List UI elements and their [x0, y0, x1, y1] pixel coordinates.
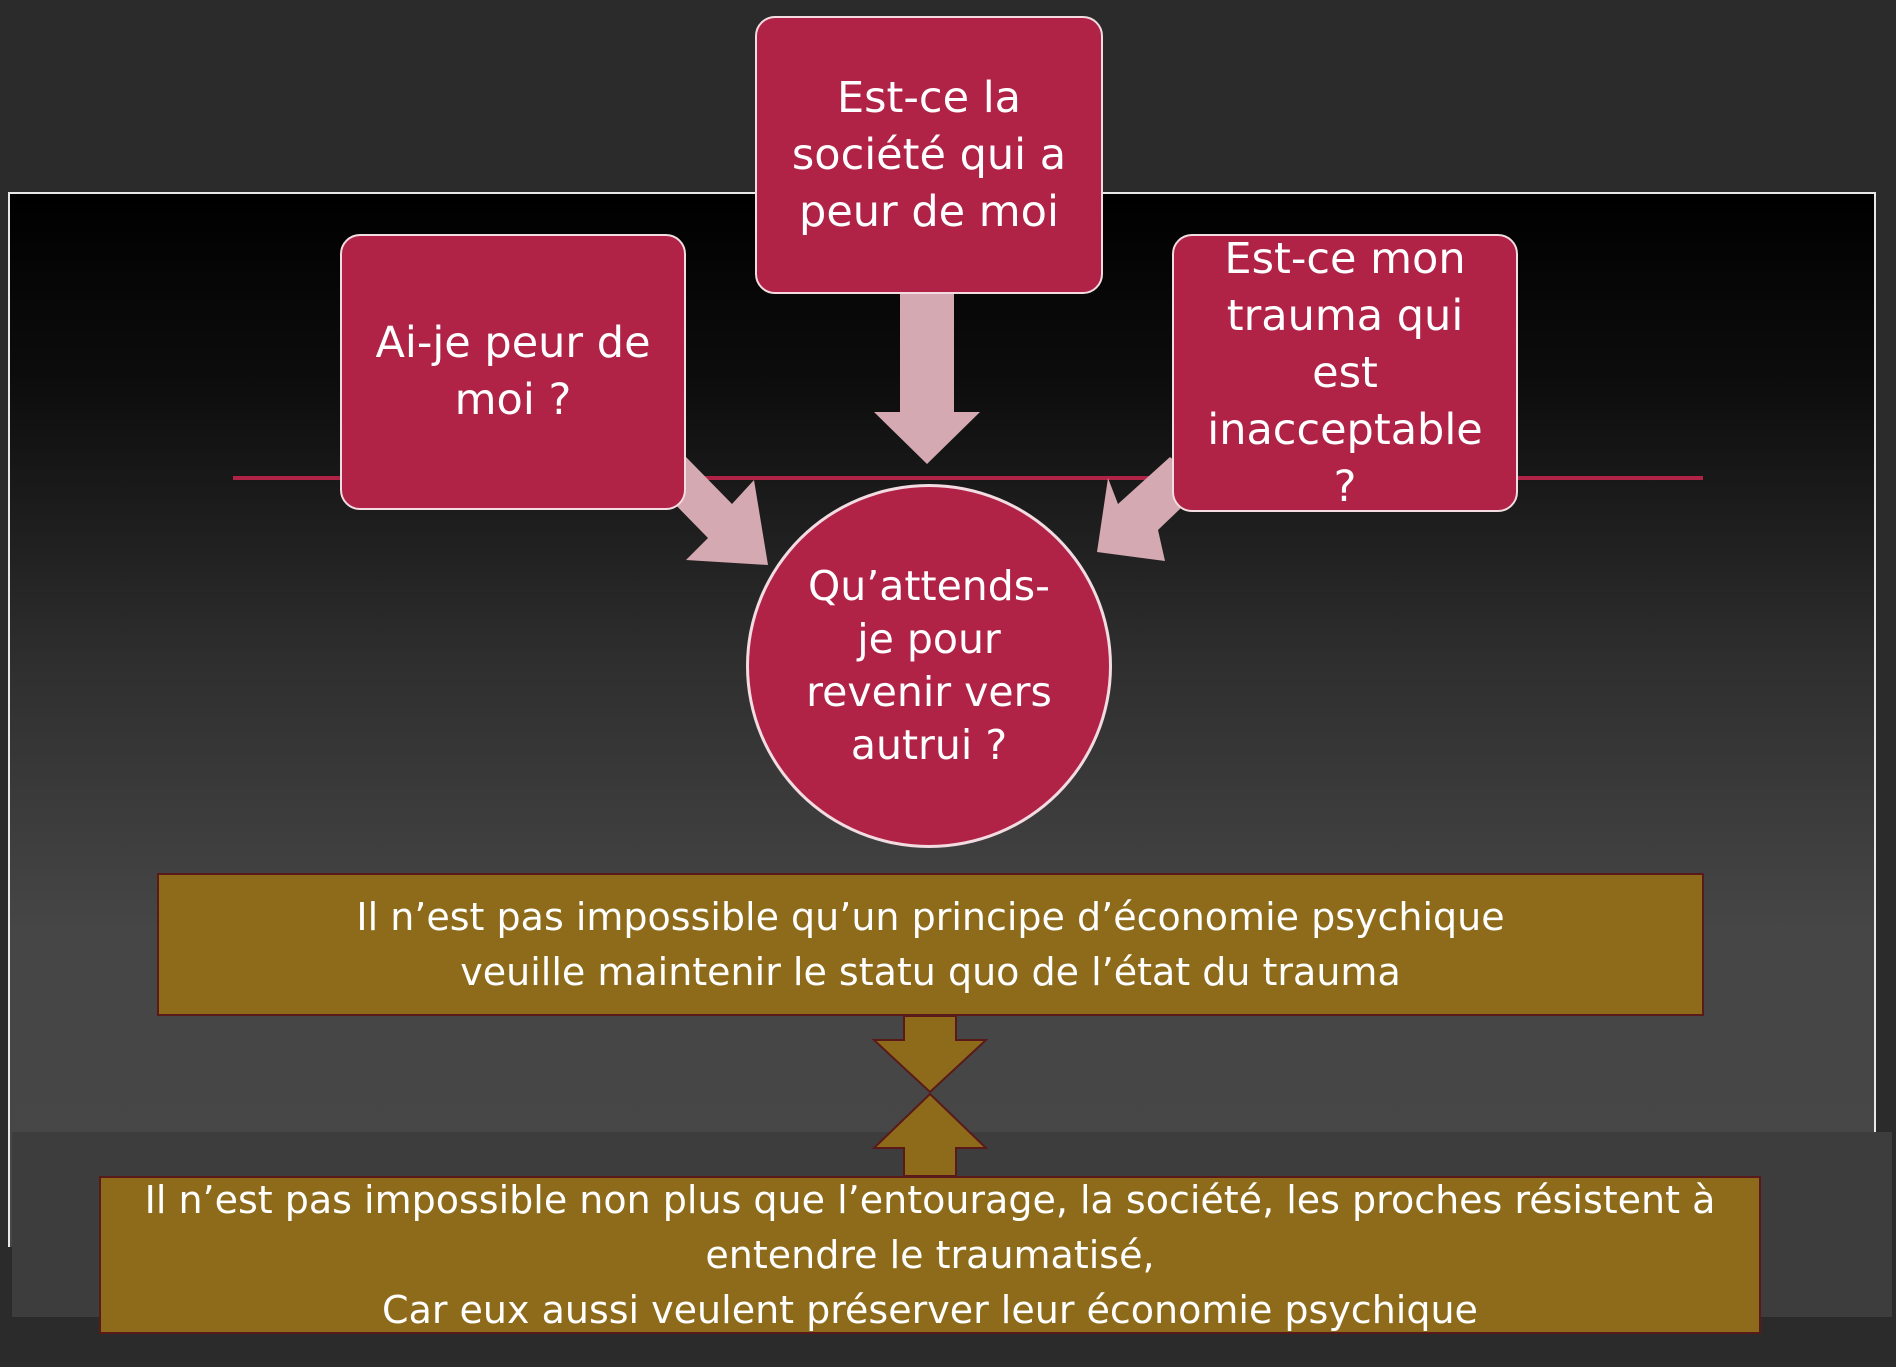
down-arrow-center	[874, 292, 980, 464]
statement-box-bottom: Il n’est pas impossible non plus que l’e…	[99, 1176, 1761, 1334]
question-box-left: Ai-je peur de moi ?	[340, 234, 686, 510]
statement-box-top: Il n’est pas impossible qu’un principe d…	[157, 873, 1704, 1016]
question-box-right: Est-ce mon trauma qui est inacceptable ?	[1172, 234, 1518, 512]
horizontal-divider-line	[233, 476, 1703, 480]
question-box-center: Est-ce la société qui a peur de moi	[755, 16, 1103, 294]
double-arrow-connector	[871, 1015, 989, 1177]
central-question-circle: Qu’attends- je pour revenir vers autrui …	[746, 484, 1112, 848]
